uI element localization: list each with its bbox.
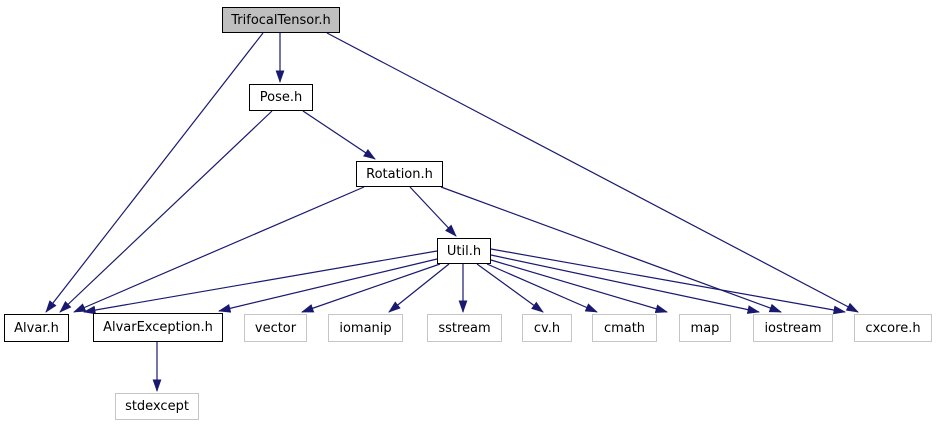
node-util[interactable]: Util.h (437, 238, 491, 264)
edge-pose-to-rotation (302, 110, 376, 160)
edge-util-to-iostream (490, 254, 760, 314)
node-alvar[interactable]: Alvar.h (4, 314, 69, 342)
edge-util-to-cmath (486, 263, 598, 313)
edge-util-to-cxcore (490, 248, 846, 315)
node-pose[interactable]: Pose.h (249, 84, 313, 111)
node-iostream: iostream (753, 314, 833, 342)
edge-trifocal-to-alvar (45, 32, 264, 313)
node-vector: vector (244, 314, 307, 342)
node-map: map (679, 314, 731, 342)
node-sstream: sstream (427, 314, 502, 342)
node-alvarexception[interactable]: AlvarException.h (93, 313, 223, 342)
edge-util-to-cv (476, 263, 544, 313)
node-stdexcept: stdexcept (115, 393, 199, 420)
node-cv: cv.h (522, 314, 572, 342)
edge-trifocal-to-cxcore (326, 32, 859, 313)
edge-util-to-map (490, 259, 668, 313)
edge-rotation-to-alvar (73, 186, 365, 313)
node-trifocal: TrifocalTensor.h (222, 7, 340, 33)
node-cmath: cmath (592, 314, 657, 342)
edge-util-to-iomanip (388, 263, 450, 313)
edge-rotation-to-iostream (440, 186, 782, 313)
node-cxcore: cxcore.h (854, 314, 932, 342)
edge-util-to-alvar (83, 250, 438, 315)
edge-util-to-vector (301, 263, 441, 313)
node-iomanip: iomanip (328, 314, 403, 342)
edge-pose-to-alvar (59, 110, 273, 313)
edge-rotation-to-util (409, 186, 457, 237)
node-rotation[interactable]: Rotation.h (356, 161, 443, 187)
edge-util-to-alvarexception (218, 258, 438, 313)
